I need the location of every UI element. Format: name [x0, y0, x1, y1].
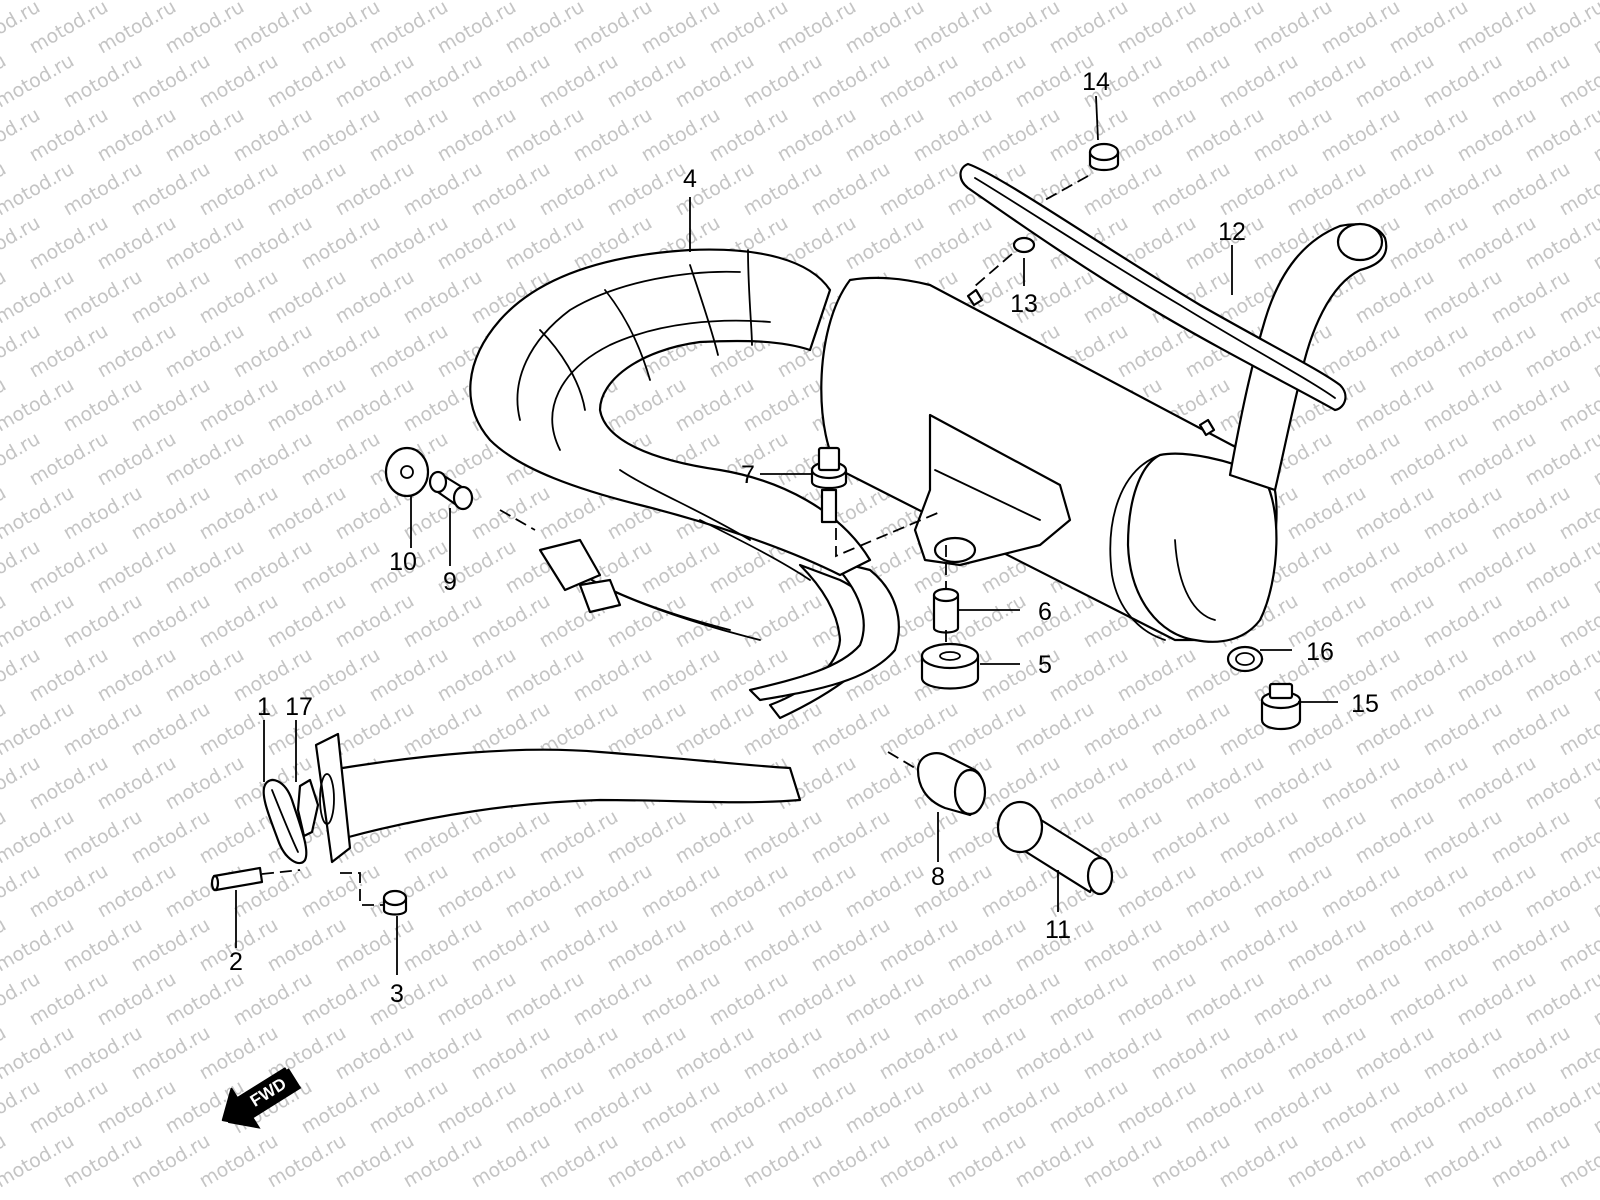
callout-1: 1: [257, 693, 271, 721]
callout-13: 13: [1010, 290, 1038, 318]
callout-16: 16: [1306, 638, 1334, 666]
small-parts: [210, 142, 1302, 916]
collar-6: [932, 593, 960, 634]
callout-10: 10: [389, 548, 417, 576]
callout-15: 15: [1351, 690, 1379, 718]
muffler-body: [820, 162, 1388, 643]
washer-13: [1012, 236, 1036, 254]
washer-16: [1226, 645, 1264, 673]
exhaust-pipe-assembly: [314, 248, 900, 864]
callout-9: 9: [443, 568, 457, 596]
callout-2: 2: [229, 948, 243, 976]
leader-lines: [235, 95, 1338, 975]
callout-12: 12: [1218, 218, 1246, 246]
callout-6: 6: [1038, 598, 1052, 626]
callout-5: 5: [1038, 651, 1052, 679]
callout-7: 7: [741, 461, 755, 489]
washer-10: [384, 446, 430, 498]
gasket-17: [296, 778, 320, 838]
callout-3: 3: [390, 980, 404, 1008]
callout-4: 4: [683, 165, 697, 193]
callout-labels: 1 2 3 4 5 6 7 8 9 10 11 12 13 14 15 16 1…: [229, 68, 1379, 1008]
callout-14: 14: [1082, 68, 1110, 96]
callout-11: 11: [1045, 916, 1071, 944]
callout-17: 17: [285, 693, 313, 721]
assembly-guides: [261, 175, 1089, 906]
callout-8: 8: [931, 863, 945, 891]
fwd-direction-arrow: FWD: [221, 1067, 302, 1129]
watermark-text: motod.ru: [0, 0, 78, 4]
